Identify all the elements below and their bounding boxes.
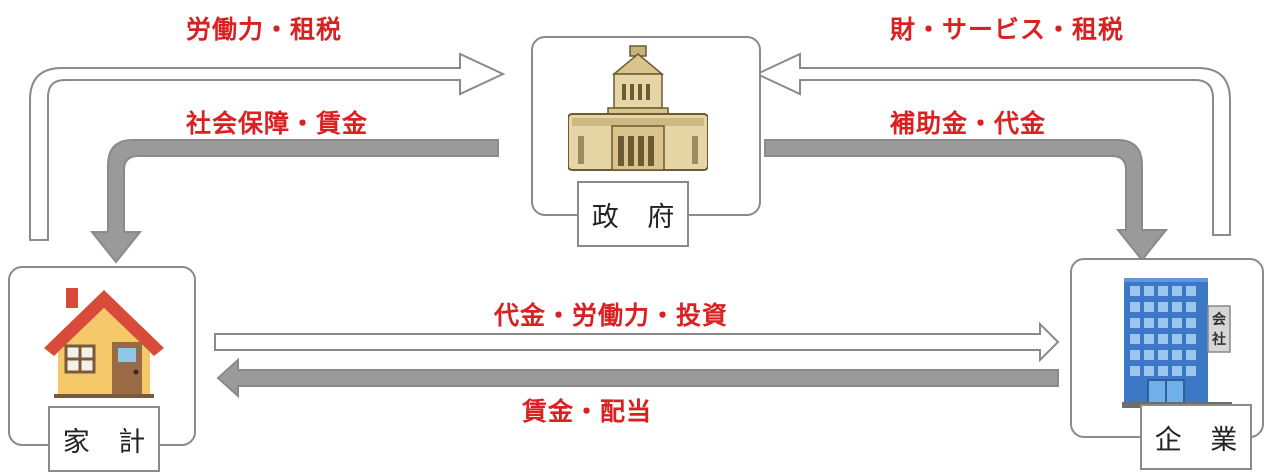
arrow-government-to-company xyxy=(764,139,1169,262)
label-government-to-household: 社会保障・賃金 xyxy=(186,109,369,138)
label-government-to-company: 補助金・代金 xyxy=(890,109,1047,138)
arrow-company-to-government xyxy=(754,52,1231,236)
government-label: 政 府 xyxy=(577,181,689,247)
company-sign: 会 社 xyxy=(1208,308,1230,352)
arrow-household-to-company xyxy=(214,321,1060,363)
arrow-company-to-household xyxy=(216,357,1059,399)
household-label: 家 計 xyxy=(48,406,160,472)
label-company-to-government: 財・サービス・租税 xyxy=(890,15,1125,44)
arrow-government-to-household xyxy=(89,139,499,264)
label-household-to-government: 労働力・租税 xyxy=(186,15,343,44)
label-household-to-company: 代金・労働力・投資 xyxy=(494,301,729,330)
office-building-icon xyxy=(1122,278,1232,408)
company-sign-char: 社 xyxy=(1212,332,1226,348)
arrow-household-to-government xyxy=(29,52,506,241)
company-label: 企 業 xyxy=(1140,404,1252,470)
label-company-to-household: 賃金・配当 xyxy=(522,397,653,426)
parliament-building-icon xyxy=(568,45,708,171)
company-sign-char: 会 xyxy=(1212,312,1226,328)
house-icon xyxy=(44,288,164,398)
